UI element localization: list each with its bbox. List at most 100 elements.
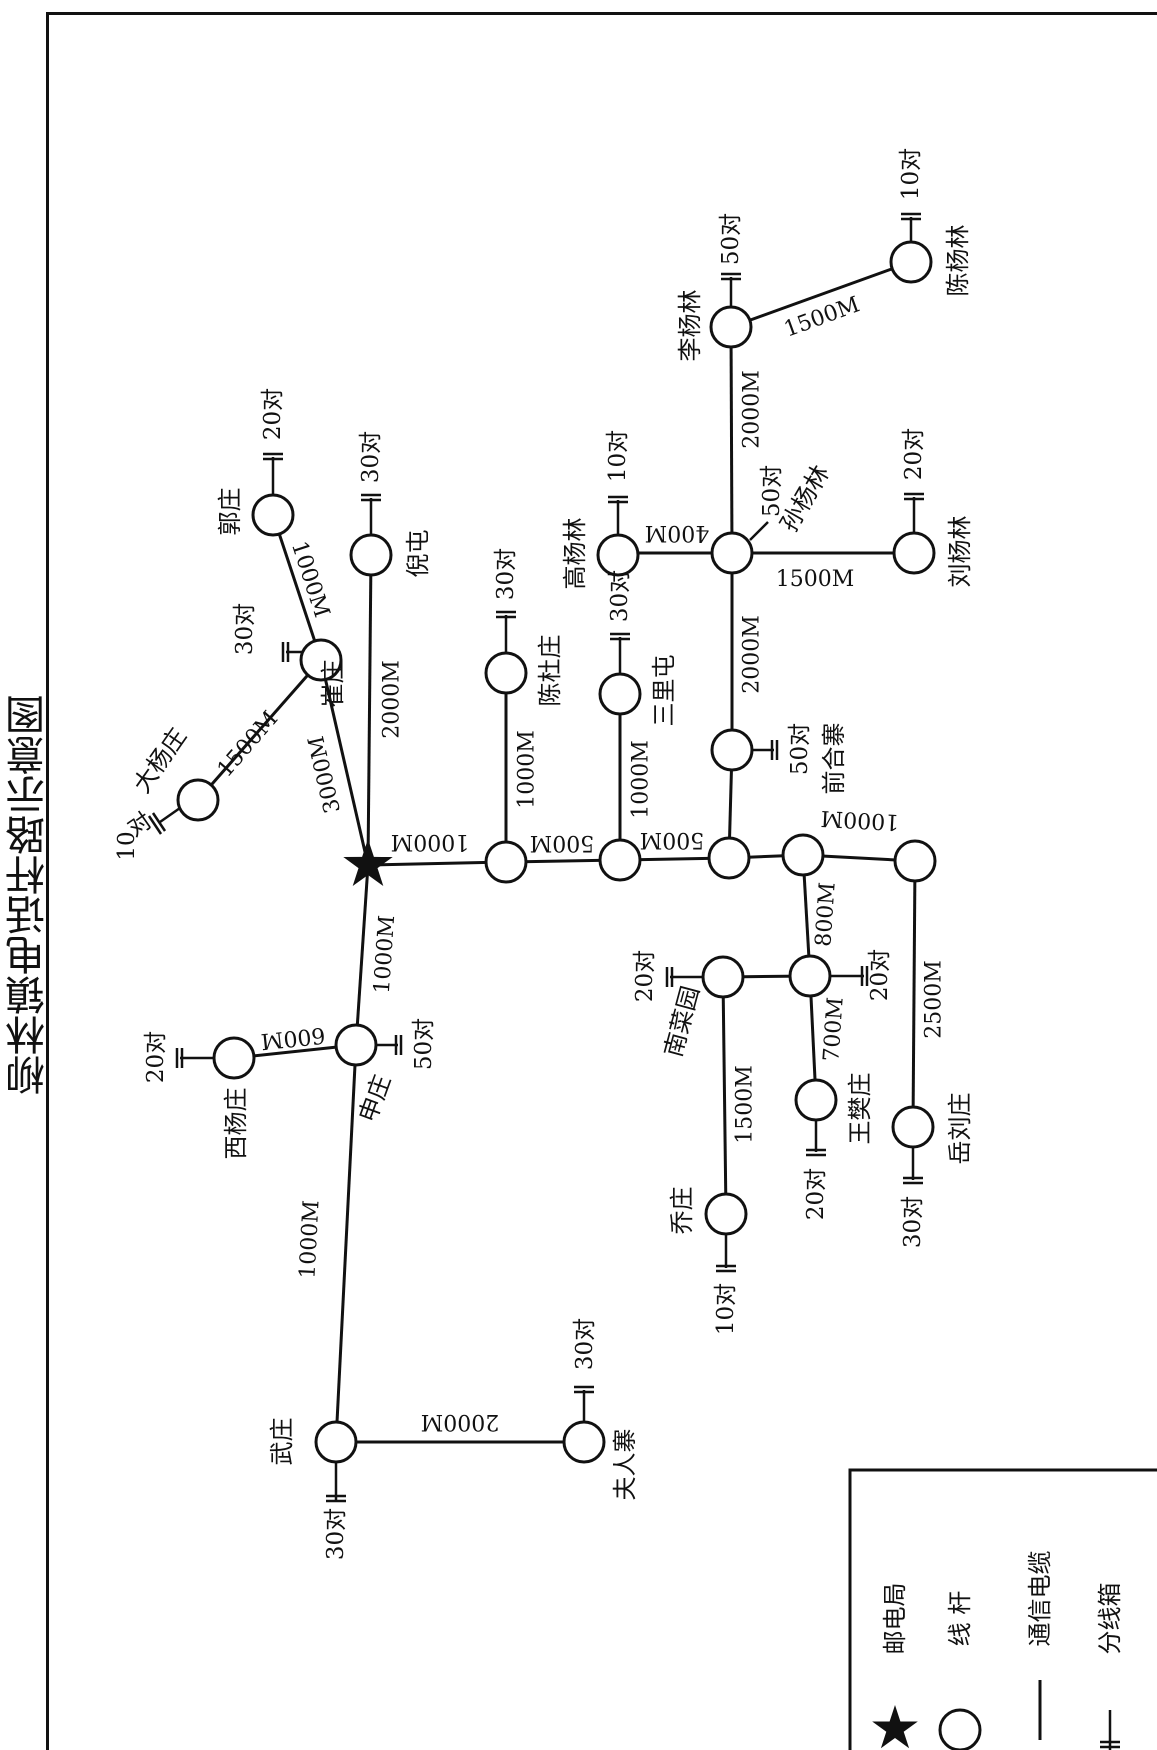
junction-box-wangfanzhuang bbox=[806, 1120, 826, 1157]
pairs-dayangzhuang-a: 10 bbox=[114, 831, 140, 860]
pole-guozhuang bbox=[251, 493, 295, 537]
dist-j4-j5: 1000M bbox=[820, 805, 900, 834]
pairs-nancaiyuan: 20对 bbox=[632, 950, 658, 1002]
label-xiyangzhuang: 西杨庄 bbox=[222, 1088, 250, 1160]
legend-border bbox=[848, 1468, 1157, 1750]
post-office-star-icon bbox=[343, 839, 393, 886]
junction-box-chenduzhuang bbox=[496, 610, 516, 653]
junction-boxes bbox=[147, 212, 924, 1503]
dist-j5-yue: 2500M bbox=[922, 960, 947, 1039]
dist-shen-xi: 600M bbox=[260, 1022, 327, 1054]
label-chenduzhuang: 陈杜庄 bbox=[536, 635, 564, 707]
junction-box-furenzhai bbox=[574, 1385, 594, 1422]
label-qiaozhuang: 乔庄 bbox=[668, 1187, 696, 1235]
legend-cable-label: 通信电缆 bbox=[1026, 1551, 1054, 1647]
pole-junction-wang bbox=[788, 954, 832, 998]
pairs-sunyanglin: 50对 bbox=[759, 465, 785, 517]
junction-box-gaoyanglin bbox=[608, 495, 628, 535]
pairs-nitun: 30对 bbox=[358, 431, 384, 483]
pole-furenzhai bbox=[562, 1420, 606, 1464]
cable-j5-yue bbox=[911, 860, 917, 1128]
label-yueliuzhuang: 岳刘庄 bbox=[946, 1093, 974, 1165]
dist-wang-fan: 700M bbox=[819, 996, 848, 1062]
legend-pole-label: 线 杆 bbox=[946, 1591, 974, 1647]
pole-junction-2 bbox=[598, 838, 642, 882]
pairs-xiyangzhuang: 20对 bbox=[143, 1031, 169, 1083]
pole-yueliuzhuang bbox=[891, 1105, 935, 1149]
junction-box-dayangzhuang bbox=[147, 806, 181, 835]
label-nancaiyuan: 南菜园 bbox=[659, 983, 705, 1060]
pole-shenzhuang bbox=[334, 1023, 378, 1067]
pole-dayangzhuang bbox=[176, 778, 220, 822]
dist-j2-j3: 500M bbox=[640, 827, 705, 852]
dist-j1-chen: 1000M bbox=[515, 730, 540, 809]
poles bbox=[176, 240, 937, 1464]
junction-box-sunyanglin bbox=[749, 521, 769, 541]
pair-count-labels: 30对 30对 20对 50对 10 对 30对 20对 30对 30对 30对… bbox=[114, 148, 927, 1560]
junction-box-sanlitun bbox=[610, 632, 630, 674]
label-liuyanglin: 刘杨林 bbox=[946, 516, 974, 588]
junction-box-qiaozhuang bbox=[716, 1234, 736, 1273]
pairs-shenzhuang: 50对 bbox=[411, 1018, 437, 1070]
dist-wu-shen: 1000M bbox=[295, 1200, 324, 1280]
pole-cuizhuang bbox=[299, 638, 343, 682]
pairs-chenduzhuang: 30对 bbox=[493, 548, 519, 600]
cable-hub-j1 bbox=[367, 860, 507, 867]
dist-wu-fu: 2000M bbox=[421, 1409, 500, 1434]
cable-hub-cui bbox=[319, 659, 370, 866]
legend-post-office-label: 邮电局 bbox=[881, 1583, 909, 1655]
cable-nan-qiao bbox=[721, 976, 728, 1215]
cable-cui-da bbox=[196, 659, 323, 801]
cable-wu-shen bbox=[334, 1044, 358, 1443]
pairs-qiaozhuang: 10对 bbox=[713, 1283, 739, 1335]
label-furenzhai: 夫人寨 bbox=[611, 1429, 639, 1501]
pairs-yueliuzhuang: 30对 bbox=[900, 1196, 926, 1248]
dist-nan-qiao: 1500M bbox=[733, 1065, 758, 1144]
pairs-guozhuang: 20对 bbox=[260, 388, 286, 440]
dist-sun-gao: 400M bbox=[645, 520, 710, 545]
junction-box-qianhezhai bbox=[752, 740, 779, 760]
pole-chenduzhuang bbox=[484, 651, 528, 695]
pairs-wangzhuang: 20对 bbox=[867, 949, 893, 1001]
pairs-cuizhuang: 30对 bbox=[232, 603, 258, 655]
pole-liyanglin bbox=[709, 305, 753, 349]
pairs-qianhezhai: 50对 bbox=[787, 723, 813, 775]
junction-box-cuizhuang bbox=[281, 642, 303, 662]
pairs-wangfanzhuang: 20对 bbox=[803, 1168, 829, 1220]
pairs-wuzhuang: 30对 bbox=[323, 1508, 349, 1560]
junction-box-liuyanglin bbox=[904, 492, 924, 533]
cable-cui-guo bbox=[271, 514, 323, 661]
pole-gaoyanglin bbox=[596, 533, 640, 577]
legend: 邮电局 线 杆 通信电缆 分线箱 bbox=[848, 1468, 1157, 1750]
label-shenzhuang: 申庄 bbox=[354, 1071, 397, 1126]
pole-junction-4 bbox=[781, 833, 825, 877]
pole-liuyanglin bbox=[892, 531, 936, 575]
label-nitun: 倪屯 bbox=[404, 530, 432, 578]
junction-box-wangzhuang bbox=[830, 966, 869, 986]
pairs-liuyanglin: 20对 bbox=[901, 428, 927, 480]
label-chenyanglin: 陈杨林 bbox=[944, 225, 972, 297]
legend-junction-icon bbox=[1100, 1710, 1120, 1750]
junction-box-wuzhuang bbox=[326, 1462, 346, 1503]
label-guozhuang: 郭庄 bbox=[216, 488, 244, 536]
diagram-frame bbox=[46, 12, 1157, 1750]
pole-chenyanglin bbox=[889, 240, 933, 284]
pole-qianhezhai bbox=[710, 728, 754, 772]
cable-sun-li bbox=[729, 326, 734, 554]
legend-junction-label: 分线箱 bbox=[1096, 1583, 1124, 1655]
label-cuizhuang: 崔庄 bbox=[319, 660, 347, 708]
junction-box-liyanglin bbox=[721, 272, 741, 307]
pole-sanlitun bbox=[598, 672, 642, 716]
label-gaoyanglin: 高杨林 bbox=[561, 518, 589, 590]
junction-box-shenzhuang bbox=[376, 1035, 403, 1055]
junction-box-xiyangzhuang bbox=[175, 1048, 214, 1068]
pole-nitun bbox=[349, 533, 393, 577]
dist-sun-liu: 1500M bbox=[776, 567, 855, 592]
label-wuzhuang: 武庄 bbox=[268, 1418, 296, 1466]
pairs-liyanglin: 50对 bbox=[718, 213, 744, 265]
label-qianhezhai: 前合寨 bbox=[820, 723, 848, 795]
dist-hub-ni: 2000M bbox=[380, 660, 405, 739]
pole-nancaiyuan bbox=[701, 955, 745, 999]
pole-qiaozhuang bbox=[704, 1192, 748, 1236]
